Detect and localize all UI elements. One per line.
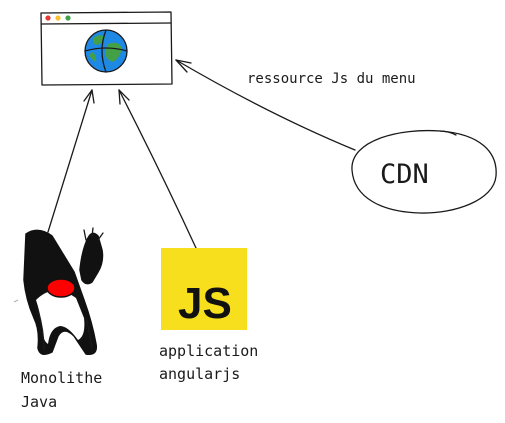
cdn-label: CDN [380,159,429,190]
duke-nose [46,278,76,298]
monolith-to-browser-arrow [47,89,95,233]
browser-window-icon [40,11,173,86]
js-logo-text: JS [178,279,232,328]
javascript-logo-icon: JS [161,248,247,330]
cdn-to-browser-arrow [175,59,356,151]
monolith-label-line1: Monolithe [21,369,102,387]
jsapp-to-browser-arrow [118,89,197,249]
cdn-to-browser-label: ressource Js du menu [247,71,416,87]
cdn-node[interactable]: CDN [351,129,497,214]
window-close-dot [45,15,51,21]
globe-icon [84,29,128,73]
js-app-label-line1: application [159,342,258,360]
js-app-label-line2: angularjs [159,365,240,383]
monolith-label-line2: Java [21,393,57,411]
window-minimize-dot [55,15,61,21]
java-duke-mascot-icon [13,227,104,356]
window-maximize-dot [65,15,71,21]
